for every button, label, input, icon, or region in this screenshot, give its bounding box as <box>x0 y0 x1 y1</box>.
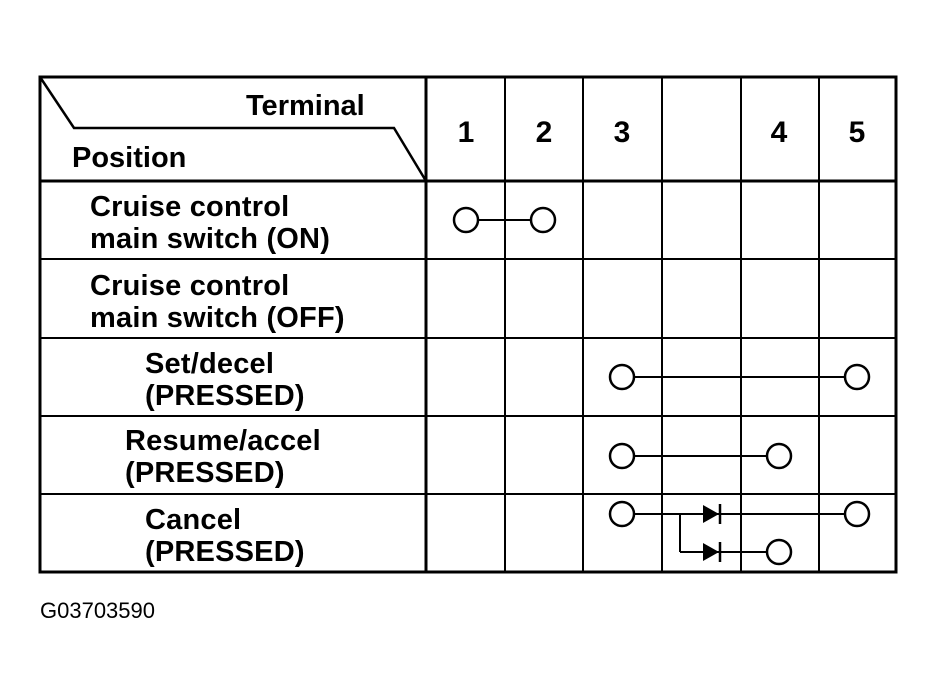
terminal-node <box>529 206 557 234</box>
row-label-main-switch-off-line1: Cruise control <box>90 270 290 302</box>
row-label-cancel-line1: Cancel <box>145 504 242 536</box>
terminal-number: 2 <box>535 116 553 149</box>
terminal-node <box>608 500 636 528</box>
terminal-node <box>608 363 636 391</box>
terminal-node <box>843 500 871 528</box>
continuity-set-3-5 <box>608 363 871 391</box>
continuity-resume-3-4 <box>608 442 793 470</box>
row-label-main-switch-on-line1: Cruise control <box>90 191 290 223</box>
row-label-set-decel-line1: Set/decel <box>145 348 275 380</box>
terminal-node <box>608 442 636 470</box>
terminal-header: Terminal <box>246 90 365 122</box>
diode-icon <box>703 542 722 562</box>
terminal-number: 5 <box>848 116 866 149</box>
row-label-resume-accel-line2: (PRESSED) <box>125 457 285 489</box>
terminal-node <box>843 363 871 391</box>
table-border <box>38 75 898 574</box>
row-label-main-switch-on-line2: main switch (ON) <box>90 223 331 255</box>
row-label-resume-accel-line1: Resume/accel <box>125 425 321 457</box>
row-label-main-switch-off-line2: main switch (OFF) <box>90 302 345 334</box>
terminal-number: 1 <box>457 116 475 149</box>
terminal-number: 4 <box>770 116 788 149</box>
continuity-cancel-diodes <box>608 500 871 566</box>
row-label-cancel-line2: (PRESSED) <box>145 536 305 568</box>
diode-icon <box>703 504 722 524</box>
terminal-node <box>765 538 793 566</box>
terminal-number: 3 <box>613 116 631 149</box>
figure-id: G03703590 <box>40 598 155 623</box>
header-diagonal <box>38 76 428 182</box>
continuity-on-1-2 <box>452 206 557 234</box>
terminal-node <box>765 442 793 470</box>
row-label-set-decel-line2: (PRESSED) <box>145 380 305 412</box>
position-header: Position <box>72 142 187 174</box>
terminal-node <box>452 206 480 234</box>
